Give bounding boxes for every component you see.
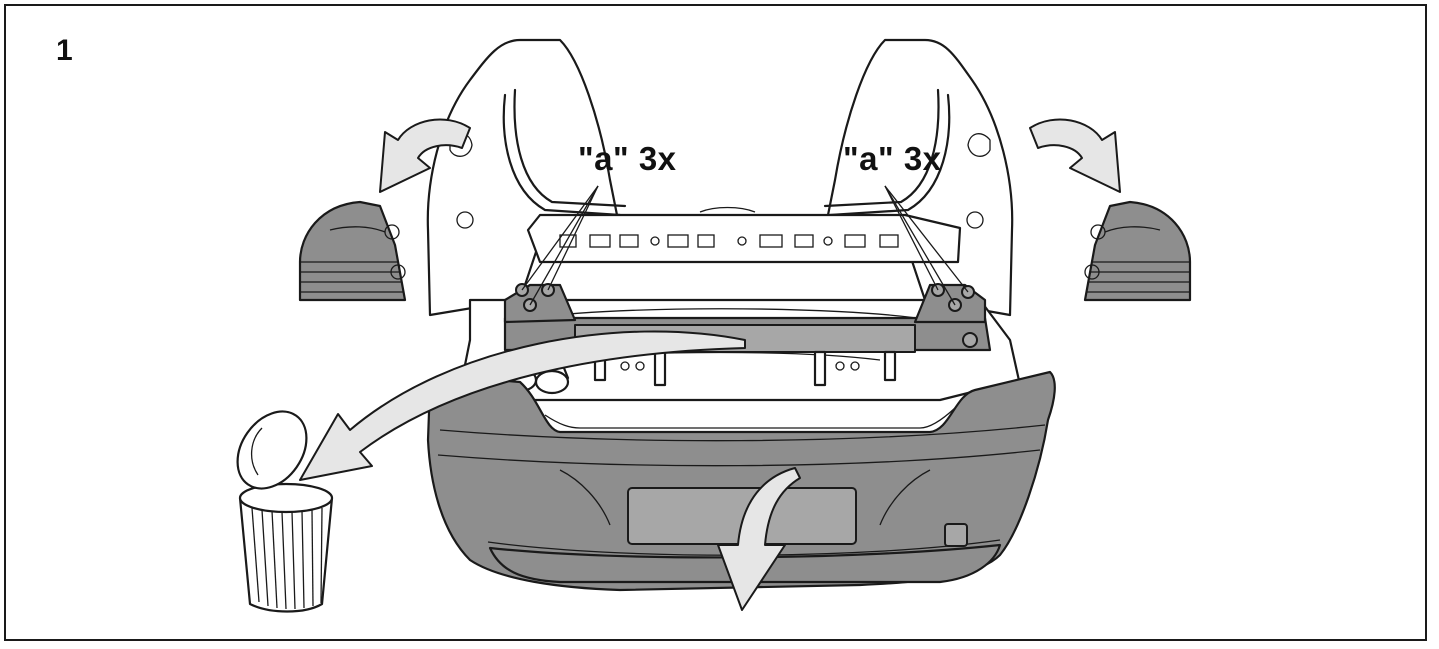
step-number: 1 [56, 34, 73, 67]
callout-leaders [521, 185, 969, 306]
callout-label-right: "a" 3x [843, 140, 942, 177]
curved-arrow-icon [299, 118, 1121, 611]
tail-light-left [298, 200, 407, 302]
callout-label-left: "a" 3x [578, 140, 677, 177]
trash-bin-icon [236, 410, 334, 613]
tail-light-right [1083, 200, 1192, 302]
